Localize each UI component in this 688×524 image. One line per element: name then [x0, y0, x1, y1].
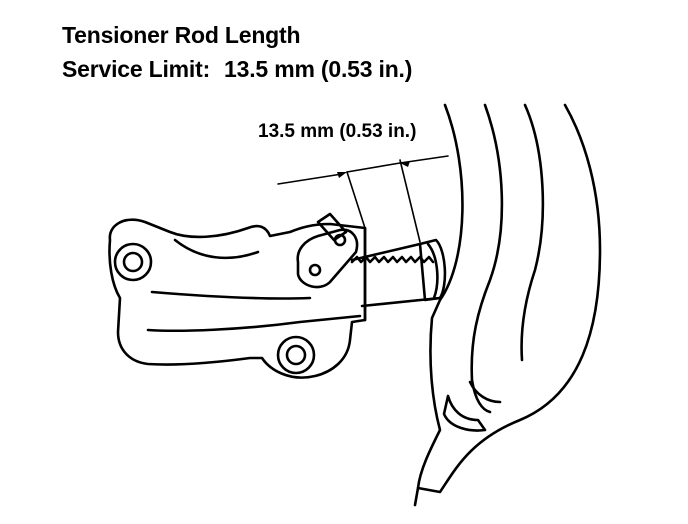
bolt-hole-left-boss — [113, 242, 153, 282]
tensioner-body-rib — [146, 314, 362, 333]
lock-plate — [296, 228, 359, 289]
dimension-line-span — [346, 162, 401, 173]
service-limit-line: Service Limit: 13.5 mm (0.53 in.) — [62, 55, 412, 83]
tensioner-arm-inner-rib — [470, 103, 504, 414]
dimension-extension-right — [399, 159, 421, 243]
bolt-hole-bottom-boss — [276, 335, 316, 375]
lock-pin — [316, 212, 348, 242]
service-limit-label: Service Limit: — [62, 56, 211, 82]
dimension-arrow-left — [337, 172, 347, 178]
rod-upper-edge — [350, 242, 422, 262]
dimension-label: 13.5 mm (0.53 in.) — [258, 121, 417, 142]
tensioner-body-outline — [108, 218, 367, 379]
rod-tip-face — [426, 242, 439, 300]
tensioner-arm-outline — [416, 103, 602, 494]
bolt-hole-left — [122, 251, 144, 273]
dimension-arrow-right — [400, 161, 410, 167]
tensioner-arm-slot-2 — [468, 380, 502, 404]
tensioner-body-ridge — [173, 238, 260, 260]
tensioner-arm-slot — [442, 394, 487, 432]
tensioner-body-rib-2 — [150, 290, 312, 300]
tensioner-arm-inner-rib-2 — [520, 103, 545, 362]
dimension-line — [277, 173, 343, 185]
rod-tip — [418, 238, 447, 302]
bolt-hole-bottom — [285, 344, 307, 366]
service-limit-value: 13.5 mm (0.53 in.) — [224, 56, 413, 82]
page-title: Tensioner Rod Length — [62, 22, 301, 48]
lock-plate-hole-lower — [308, 263, 322, 277]
tensioner-arm-lower-edge — [413, 486, 420, 507]
dimension-extension-left — [346, 171, 366, 229]
